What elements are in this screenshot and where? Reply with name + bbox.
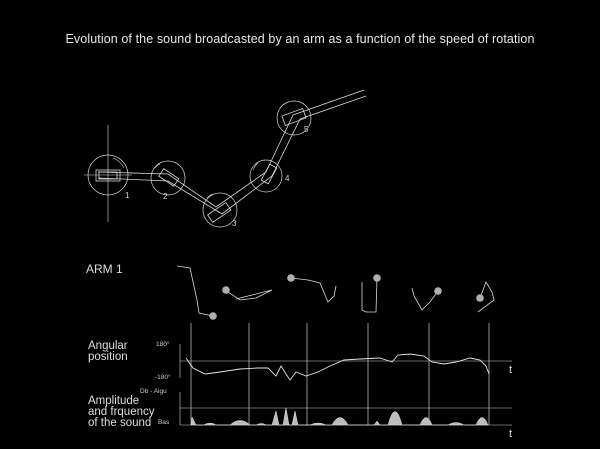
joint-label-2: 2 xyxy=(163,192,168,201)
diagram-title: Evolution of the sound broadcasted by an… xyxy=(65,32,535,46)
joint-circle-5 xyxy=(276,100,312,136)
amplitude-frequency-label: Amplitude and frquency of the sound xyxy=(88,395,155,429)
pose-joint-1 xyxy=(209,312,217,320)
joint-housing-3 xyxy=(207,201,232,223)
time-dividers xyxy=(190,323,490,425)
arm-links xyxy=(97,89,367,215)
joint-housing-1 xyxy=(95,169,121,182)
amplitude-fill xyxy=(190,407,489,426)
amplitude-time-axis-label: t xyxy=(509,428,513,440)
joint-housing-5 xyxy=(281,108,307,126)
amplitude-tick-top: Db - Aigu xyxy=(140,388,167,395)
joint-label-1: 1 xyxy=(125,191,130,200)
angular-curve xyxy=(185,353,490,381)
pose-joint-2 xyxy=(222,286,230,294)
pose-joint-3 xyxy=(287,274,295,282)
joint-circle-3 xyxy=(202,192,238,228)
pose-joint-6 xyxy=(476,294,484,302)
arm-poses xyxy=(176,265,495,317)
joint-circle-2 xyxy=(150,160,186,196)
joint-label-3: 3 xyxy=(232,219,237,228)
pose-joint-4 xyxy=(373,274,381,282)
amplitude-tick-bottom: Bas xyxy=(158,419,170,426)
joint-label-4: 4 xyxy=(285,174,290,183)
angular-tick-bottom: -180° xyxy=(155,374,171,381)
angular-time-axis-label: t xyxy=(509,364,513,376)
joint-label-5: 5 xyxy=(304,125,309,134)
joint-housing-4 xyxy=(260,163,278,185)
angular-position-label: Angular position xyxy=(88,340,128,363)
angular-tick-top: 180° xyxy=(156,341,170,348)
pose-joint-5 xyxy=(434,287,442,295)
section-label-arm1: ARM 1 xyxy=(86,262,123,276)
joint-housing-2 xyxy=(158,168,180,187)
joint-circle-4 xyxy=(249,159,283,193)
